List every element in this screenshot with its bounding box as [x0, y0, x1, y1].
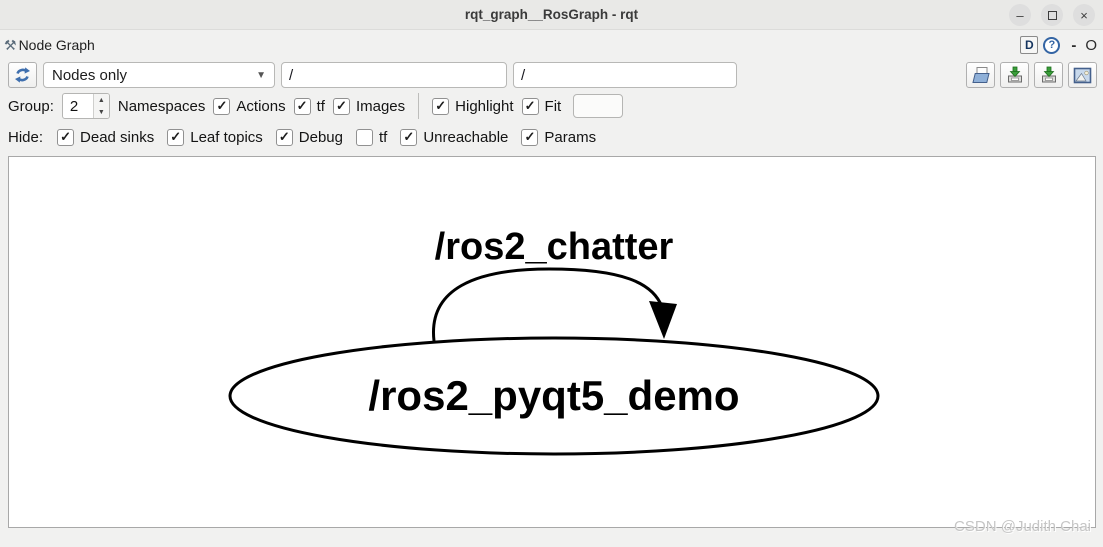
graph-type-value: Nodes only — [52, 66, 128, 84]
checkbox-images[interactable]: Images — [332, 97, 406, 115]
group-value: 2 — [69, 97, 79, 115]
checkbox-label: Dead sinks — [80, 128, 155, 146]
namespaces-label: Namespaces — [117, 97, 206, 115]
window-title: rqt_graph__RosGraph - rqt — [464, 7, 639, 22]
close-icon: × — [1080, 7, 1088, 23]
spin-up-icon[interactable]: ▲ — [97, 96, 105, 104]
help-icon: ? — [1048, 39, 1056, 51]
tools-icon: ⚒ — [4, 36, 17, 53]
checkbox-indicator — [275, 128, 293, 146]
checkbox-tf-hide[interactable]: tf — [355, 128, 388, 146]
checkbox-indicator — [521, 97, 539, 115]
file-action-buttons — [966, 62, 1097, 88]
chevron-down-icon: ▼ — [256, 69, 266, 81]
maximize-button[interactable] — [1041, 4, 1063, 26]
hide-label: Hide: — [8, 128, 44, 146]
checkbox-params[interactable]: Params — [521, 128, 597, 146]
save-image-icon — [1073, 67, 1092, 83]
checkbox-indicator — [400, 128, 418, 146]
checkbox-label: Leaf topics — [190, 128, 263, 146]
checkbox-indicator — [332, 97, 350, 115]
checkbox-indicator — [293, 97, 311, 115]
checkbox-label: Params — [544, 128, 597, 146]
dock-titlebar: ⚒ Node Graph D ? - O — [0, 31, 1103, 59]
separator — [418, 93, 420, 119]
minimize-icon: – — [1016, 7, 1024, 23]
checkbox-label: tf — [316, 97, 325, 115]
checkbox-label: Unreachable — [423, 128, 509, 146]
checkbox-indicator — [57, 128, 75, 146]
checkbox-indicator — [521, 128, 539, 146]
self-loop-edge — [432, 267, 664, 342]
refresh-icon — [15, 67, 30, 83]
dock-float-button[interactable]: O — [1085, 36, 1097, 54]
checkbox-indicator — [167, 128, 185, 146]
hide-row: Hide: Dead sinks Leaf topics Debug tf Un… — [0, 122, 1103, 152]
checkbox-leaf-topics[interactable]: Leaf topics — [167, 128, 263, 146]
checkbox-label: Images — [355, 97, 406, 115]
graph-toolbar: Nodes only ▼ — [0, 60, 1103, 90]
checkbox-fit[interactable]: Fit — [521, 97, 562, 115]
graph-type-select[interactable]: Nodes only ▼ — [43, 62, 275, 88]
checkbox-label: Actions — [236, 97, 286, 115]
dock-d-button[interactable]: D — [1020, 36, 1039, 54]
plugin-title: Node Graph — [18, 37, 95, 53]
maximize-icon — [1047, 10, 1057, 20]
spin-down-icon[interactable]: ▼ — [97, 108, 105, 116]
save-dot-button[interactable] — [1000, 62, 1029, 88]
fit-extra-field[interactable] — [573, 94, 624, 118]
checkbox-indicator — [432, 97, 450, 115]
minimize-button[interactable]: – — [1009, 4, 1031, 26]
dock-d-label: D — [1024, 38, 1034, 52]
checkbox-indicator — [213, 97, 231, 115]
group-spinner[interactable]: 2 ▲ ▼ — [61, 93, 110, 119]
options-row: Group: 2 ▲ ▼ Namespaces Actions tf Image… — [0, 91, 1103, 121]
save-svg-button[interactable] — [1034, 62, 1063, 88]
checkbox-indicator — [355, 128, 373, 146]
window-controls: – × — [1009, 4, 1095, 26]
topic-filter-input[interactable] — [513, 62, 737, 88]
checkbox-actions[interactable]: Actions — [213, 97, 286, 115]
open-dot-file-icon — [971, 67, 990, 83]
save-image-button[interactable] — [1068, 62, 1097, 88]
titlebar: rqt_graph__RosGraph - rqt – × — [0, 0, 1103, 30]
open-dot-file-button[interactable] — [966, 62, 995, 88]
graph-canvas[interactable]: /ros2_chatter /ros2_pyqt5_demo — [8, 156, 1096, 528]
checkbox-label: Highlight — [455, 97, 514, 115]
group-label: Group: — [8, 97, 54, 115]
node-ellipse[interactable] — [228, 336, 880, 456]
save-dot-icon — [1007, 66, 1022, 83]
checkbox-highlight[interactable]: Highlight — [432, 97, 514, 115]
save-svg-icon — [1041, 66, 1056, 83]
checkbox-label: Fit — [544, 97, 562, 115]
node-filter-input[interactable] — [281, 62, 507, 88]
watermark-text: CSDN @Judith Chai — [954, 518, 1091, 535]
refresh-button[interactable] — [8, 62, 37, 88]
checkbox-dead-sinks[interactable]: Dead sinks — [57, 128, 155, 146]
checkbox-unreachable[interactable]: Unreachable — [400, 128, 509, 146]
close-button[interactable]: × — [1073, 4, 1095, 26]
edge-topic-label: /ros2_chatter — [435, 226, 674, 268]
checkbox-debug[interactable]: Debug — [275, 128, 343, 146]
spinner-buttons[interactable]: ▲ ▼ — [92, 94, 109, 118]
ros-graph: /ros2_chatter /ros2_pyqt5_demo — [228, 226, 880, 456]
help-button[interactable]: ? — [1043, 36, 1061, 54]
node-name-label[interactable]: /ros2_pyqt5_demo — [368, 372, 739, 419]
checkbox-tf-show[interactable]: tf — [293, 97, 325, 115]
checkbox-label: tf — [378, 128, 388, 146]
checkbox-label: Debug — [298, 128, 343, 146]
edge-arrowhead-icon — [649, 301, 677, 339]
dock-minimize-button[interactable]: - — [1071, 36, 1077, 54]
dock-buttons: D ? - O — [1020, 36, 1097, 54]
